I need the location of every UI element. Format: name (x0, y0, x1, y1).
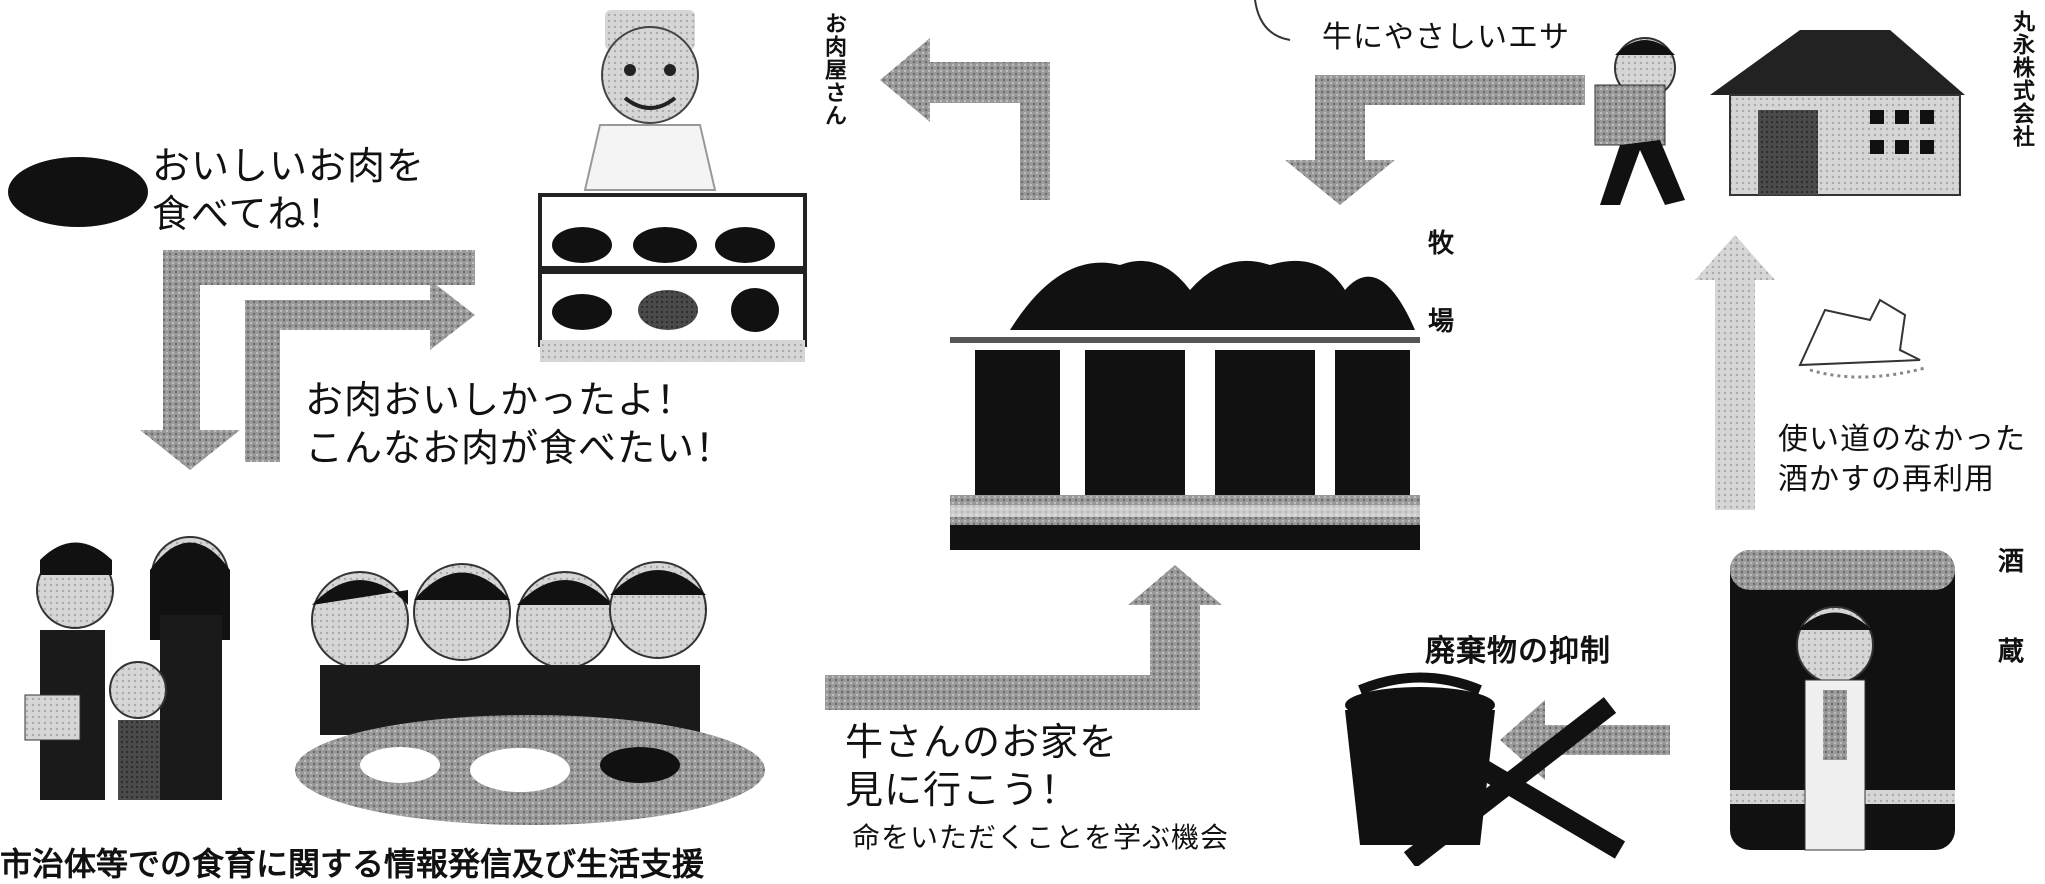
meat-case-icon (538, 193, 807, 362)
message-delicious: お肉おいしかったよ！ こんなお肉が食べたい！ (305, 376, 734, 472)
arrow-to-butcher-feedback (245, 280, 475, 462)
caption-bottom-truncated: 市治体等での食育に関する情報発信及び生活支援 (0, 845, 705, 883)
company-building-icon (1710, 30, 1965, 196)
label-brewery-2: 蔵 (1998, 637, 2025, 667)
message-eat-line-2: 食べてね！ (152, 192, 346, 236)
prohibit-cross-icon (1394, 697, 1626, 866)
arrow-visit-to-farm (825, 565, 1222, 710)
diagram-artwork (8, 0, 1965, 866)
message-reuse-line-2: 酒かすの再利用 (1778, 462, 1995, 497)
sake-barrel-illustration (1730, 550, 1955, 851)
message-eat-meat: おいしいお肉を 食べてね！ (152, 142, 425, 238)
message-delicious-line-2: こんなお肉が食べたい！ (305, 426, 735, 470)
message-eat-line-1: おいしいお肉を (152, 144, 426, 188)
label-brewery-1: 酒 (1998, 547, 2025, 577)
message-delicious-line-1: お肉おいしかったよ！ (305, 378, 696, 422)
arrow-to-consumers (140, 250, 475, 470)
arrow-company-to-farm (1285, 75, 1585, 205)
message-waste-reduction: 廃棄物の抑制 (1425, 634, 1611, 669)
sake-lees-icon (1798, 298, 1926, 379)
message-visit-line-1: 牛さんのお家を (845, 720, 1119, 764)
speech-curve (1254, 0, 1291, 41)
arrow-brewery-to-company (1695, 235, 1775, 510)
message-learn-life: 命をいただくことを学ぶ機会 (852, 821, 1230, 854)
farm-cows-illustration (950, 260, 1420, 550)
dining-group-illustration (295, 561, 765, 825)
delivery-worker-illustration (1594, 37, 1685, 205)
label-butcher: お肉屋さん (821, 12, 846, 127)
message-visit-farm: 牛さんのお家を 見に行こう！ (845, 718, 1118, 814)
arrow-farm-to-butcher (880, 38, 1050, 200)
label-farm-2: 場 (1428, 307, 1455, 337)
message-reuse-line-1: 使い道のなかった (1778, 422, 2026, 457)
label-company: 丸永株式会社 (2009, 10, 2034, 148)
label-farm-1: 牧 (1428, 229, 1455, 259)
butcher-illustration (583, 10, 717, 191)
meat-icon (8, 157, 148, 227)
family-illustration (24, 536, 230, 800)
label-cow-friendly-feed: 牛にやさしいエサ (1322, 20, 1570, 55)
message-visit-line-2: 見に行こう！ (845, 768, 1080, 812)
message-sake-lees-reuse: 使い道のなかった 酒かすの再利用 (1778, 420, 2026, 500)
